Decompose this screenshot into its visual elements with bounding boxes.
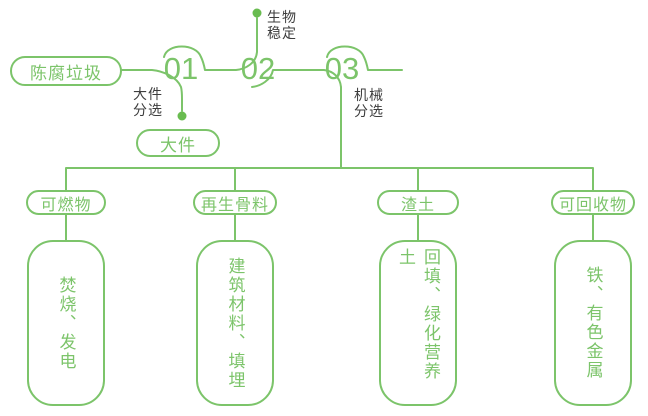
large-item-output-pill: 大件 [136, 129, 220, 157]
detail-box-combustibles: 焚烧、发电 [27, 240, 105, 406]
connector-step03-tail [326, 45, 403, 71]
detail-box-slag-soil: 回填、绿化营养土 [379, 240, 457, 406]
detail-text: 建筑材料、填埋 [225, 256, 245, 390]
step-number-02: 02 [240, 51, 276, 86]
root-node-pill: 陈腐垃圾 [10, 56, 122, 86]
branch-dot-large-item [177, 111, 187, 121]
branch-tree-rail [65, 167, 594, 191]
branch-dot-bio-stabilize [252, 8, 262, 18]
detail-box-recyclables: 铁、有色金属 [554, 240, 632, 406]
category-pill-combustibles: 可燃物 [26, 190, 106, 215]
category-pill-recyclables: 可回收物 [551, 190, 635, 215]
connector-step01-to-step02 [163, 17, 258, 71]
category-pill-slag-soil: 渣土 [377, 190, 459, 215]
connector-step02-to-step03 [251, 69, 342, 169]
category-pill-recycled-aggregate: 再生骨料 [193, 190, 277, 215]
step-number-01: 01 [163, 51, 199, 86]
detail-box-recycled-aggregate: 建筑材料、填埋 [196, 240, 274, 406]
step-label-mechanical-sorting: 机械 分选 [354, 87, 384, 119]
step-label-bio-stabilize: 生物 稳定 [267, 9, 297, 41]
detail-text: 铁、有色金属 [583, 266, 603, 380]
connector-root-to-step01 [121, 69, 183, 112]
detail-text: 回填、绿化营养土 [396, 248, 440, 381]
step-label-large-item-sorting: 大件 分选 [133, 86, 163, 118]
detail-text: 焚烧、发电 [56, 275, 76, 371]
step-number-03: 03 [324, 51, 360, 86]
